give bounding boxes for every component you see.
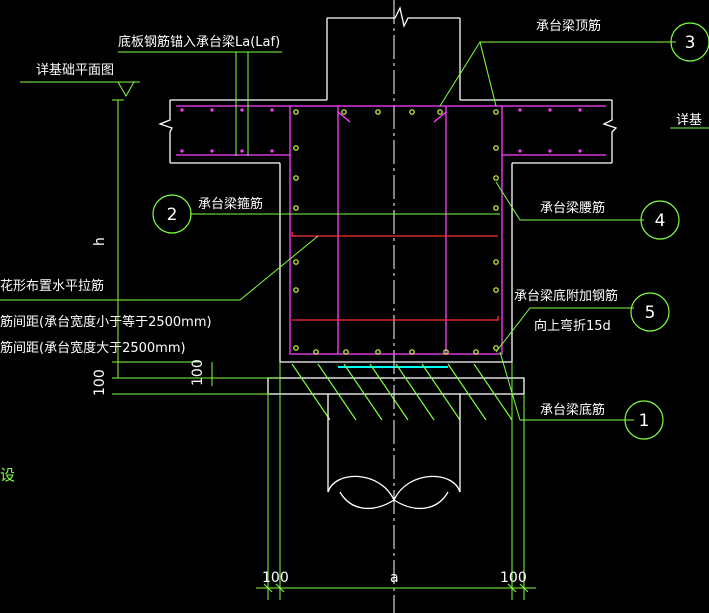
bottom-extra-label-2: 向上弯折15d (534, 318, 611, 334)
bottom-bar-label: 承台梁底筋 (540, 402, 605, 418)
annotation-text: 底板钢筋锚入承台梁La(Laf) 详基础平面图 详基 承台梁顶筋 承台梁箍筋 承… (0, 18, 702, 586)
beam-rebar-dots (293, 109, 499, 355)
bottom-left-dimension: 100 (262, 570, 289, 586)
callout-3: 3 (685, 33, 696, 53)
callout-1: 1 (639, 411, 650, 431)
rebar-cage (176, 105, 606, 355)
callout-5: 5 (645, 303, 656, 323)
callout-2: 2 (167, 205, 178, 225)
callout-circles (152, 22, 709, 440)
leader-lines (0, 41, 709, 600)
concrete-outline (158, 6, 618, 395)
cushion-hatching (291, 363, 513, 421)
slab-anchor-label: 底板钢筋锚入承台梁La(Laf) (118, 34, 280, 50)
bottom-mid-dimension: a (390, 570, 399, 586)
cover-inner-dimension: 100 (190, 359, 206, 386)
plan-ref-left-label: 详基础平面图 (36, 63, 114, 78)
bottom-right-dimension: 100 (500, 570, 527, 586)
callout-4: 4 (655, 211, 666, 231)
height-dimension: h (92, 237, 108, 246)
tie-note-line-2: 筋间距(承台宽度小于等于2500mm) (0, 314, 212, 330)
plan-ref-right-label: 详基 (676, 113, 702, 128)
slab-rebar-dots (180, 108, 582, 153)
stirrup-label: 承台梁箍筋 (198, 196, 263, 212)
side-text: 设 (0, 466, 15, 484)
tie-note-line-3: 筋间距(承台宽度大于2500mm) (0, 340, 186, 356)
top-bar-label: 承台梁顶筋 (536, 18, 601, 34)
tie-bars (291, 232, 499, 321)
waist-bar-label: 承台梁腰筋 (540, 200, 605, 216)
tie-note-line-1: 花形布置水平拉筋 (0, 278, 104, 294)
cover-left-dimension: 100 (92, 369, 108, 396)
bottom-extra-label-1: 承台梁底附加钢筋 (514, 288, 618, 304)
